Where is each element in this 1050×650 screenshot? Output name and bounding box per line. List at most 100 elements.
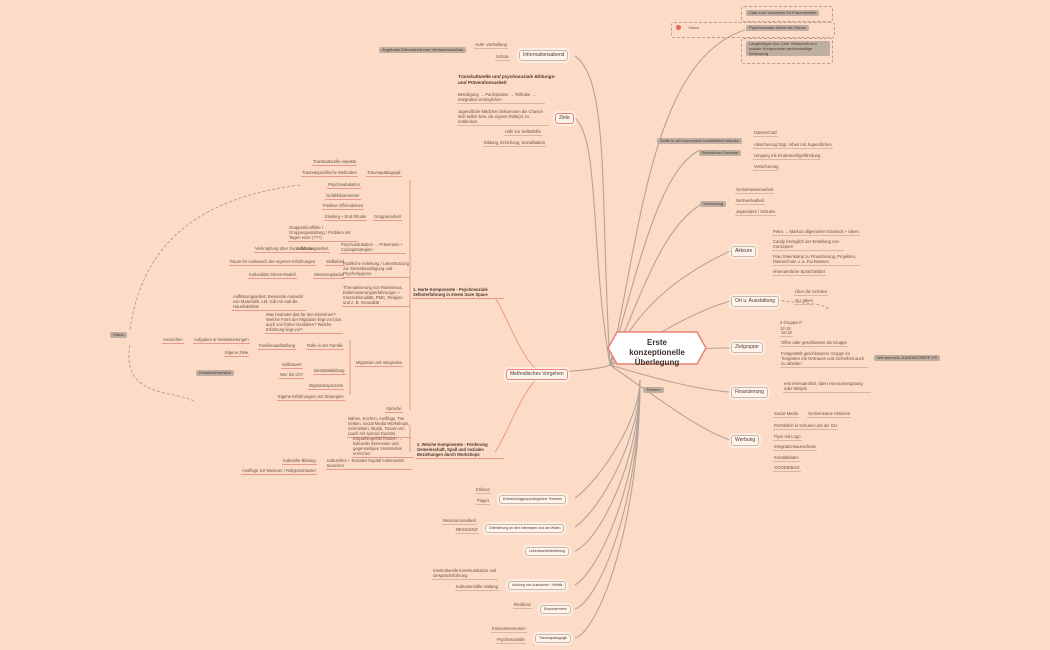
ressourcenarbeit-label: Ressourcenarbeit <box>442 518 477 525</box>
sprache: Sprache <box>385 406 403 413</box>
psychoedukation: Psychoedukation <box>327 182 361 189</box>
positive-affirmationen: Positive Affirmationen <box>322 203 365 210</box>
vision-text: Vision <box>688 25 699 30</box>
werbung-item-5: Kontaktdaten <box>773 455 800 462</box>
methodisches-vorgehen-node[interactable]: Methodisches Vorgehen <box>506 369 568 380</box>
vision-frame-top <box>741 6 833 22</box>
central-node-shape <box>607 331 707 365</box>
long-term-tag: Langfristiges Ziel Cafe: Wirtschaft und … <box>746 41 830 56</box>
vernetzung-item-3: Jugendamt / Schulen <box>735 209 777 216</box>
raum-austausch: Raum für Austausch der eigenen Erfahrung… <box>229 259 317 266</box>
themen-tag: Themen <box>643 387 664 393</box>
skillarbeit: Skillarbeit <box>325 259 346 266</box>
ort-node[interactable]: Ort u. Ausstattung <box>731 296 780 307</box>
thematisierung-rassismus: Thematisierung von Rassismus, Diskrimini… <box>342 285 410 307</box>
ort-item-2: GU Ideen <box>794 298 814 305</box>
werbung-item-1: Social Media <box>773 411 799 418</box>
rolle-familie: Rolle in der Familie <box>306 343 344 350</box>
weiche-komponente: 2. Weiche Komponente - Förderung Gemeins… <box>416 442 504 459</box>
rahmen-item-1: Datenschutz <box>753 130 779 137</box>
werbung-node[interactable]: Werbung <box>731 435 760 446</box>
traumaspezifische-methoden: Traumaspezifische Methoden <box>301 170 358 177</box>
finanzierung-node[interactable]: Finanzierung <box>731 387 768 398</box>
ziele-item-2: Jugendliche Mädchen bekommen die Chance … <box>457 109 549 126</box>
ziele-item-3: Hilfe zur Selbsthilfe <box>504 129 542 136</box>
rahmen-item-2: Absicherung bzgl. Arbeit mit Jugendliche… <box>753 142 833 149</box>
autonomie-node[interactable]: Achtung von Autonomie / Vielfalt <box>508 581 567 590</box>
zielgruppe-item-3: Festgestellt geschlossene Gruppe im Tier… <box>780 351 868 368</box>
empathiegefuehl: Empathiegefühl fördern → kulturelle Inte… <box>352 436 414 458</box>
werbung-item-2: Persönlich in Schulen und der GU <box>773 423 839 430</box>
ausfluege-museum: Ausflüge zur Museum / Religionshäuser <box>241 468 318 475</box>
vernetzung-item-2: Netzwerkarbeit <box>735 198 765 205</box>
kultursensible-label: Kultursensible Haltung <box>455 584 499 591</box>
vision-frame <box>671 22 835 38</box>
sollte-tag: Sollte in der Konzeption konkretisiert w… <box>657 138 743 144</box>
krisenintervention-tag: Krisenintervention <box>196 370 235 376</box>
eigene-ziele: Eigene Ziele <box>224 350 250 357</box>
naehen-kochen: Nähen, Kochen, Ausflüge, Tee trinken, so… <box>347 416 411 438</box>
selbstwert: Selbstwert <box>281 362 303 369</box>
vision-icon <box>676 25 681 31</box>
einstieg-rituale: Einstieg + End Rituale <box>324 214 368 221</box>
akteure-item-1: Petra → Markus allgemeiner Eindruck + Id… <box>772 229 860 236</box>
kein-jugendtreff-tag: Wir sind kein JUGENDTREFF !!!!! <box>874 355 941 361</box>
fachliche-anleitung: Fachliche Anleitung / Unterstützung zur … <box>342 261 410 278</box>
migrationsprozess: Migrationsprozess <box>308 383 344 390</box>
verknuepfung-social-media: Verknüpfung über Social Media <box>254 246 315 253</box>
psychosozialle-label: Psychosozialle <box>496 637 526 644</box>
wer-bin-ich: Wer bin ich? <box>279 372 305 379</box>
akteure-node[interactable]: Akteure <box>731 246 757 257</box>
traumapaedagogik: Traumapädagogik <box>366 170 402 177</box>
migration-integration: Migration und Integration <box>355 360 404 367</box>
gruppenkonflikte: Gruppenkonflikte / Gruppengestaltung / P… <box>288 225 358 242</box>
lebenswelt-node[interactable]: Lebensweltorientierung <box>525 547 570 556</box>
werbung-item-1b: Gemeinsame Aktionen <box>807 411 852 418</box>
identitaetsbildung: Identitätsbildung <box>313 368 346 375</box>
ort-item-1: Über die Schulen <box>794 289 829 296</box>
erikson-label: Erikson <box>475 487 491 494</box>
stressregulation: Stressregulation <box>313 272 346 279</box>
ziele-node[interactable]: Ziele <box>555 113 574 124</box>
eltern-tag: Angebote/ Elternarbeit zum Vertrauensauf… <box>379 47 467 53</box>
piaget-label: Piaget <box>476 498 490 505</box>
psych-frauen-tag: Psychosoziale Arbeit mit Frauen <box>746 25 810 31</box>
rahmen-item-4: Versicherung <box>753 164 780 171</box>
werbung-item-3: Flyer mit Logo <box>773 434 802 441</box>
gruppenarbeit: Gruppenarbeit <box>373 214 402 221</box>
orientierung-node[interactable]: Orientierung an den Interessen und am Wi… <box>485 524 565 533</box>
aufgaben-verantwortungen: Aufgaben & Verantwortungen <box>193 337 250 344</box>
transkulturelle-aspekte: Transkulturelle Aspekte <box>312 159 358 166</box>
kulturelles-kapital: Kulturelles + Soziales Kapital miteinand… <box>326 458 412 470</box>
kulturelle-bildung: Kulturelle Bildung <box>282 458 317 465</box>
psychoedukation-praevention: Psychoedukation → Prävention + Copingstr… <box>340 242 406 254</box>
interkulturelle-label: Interkulturelle Kommunikation und Gesprä… <box>432 568 498 580</box>
akteure-item-3: Frau Steenkamp zu Finanzierung, Projekte… <box>772 254 860 266</box>
finanzierung-item-1: erst ehrenamtlich, dann Honorarvergütung… <box>783 381 871 393</box>
akteure-item-4: ehrenamtliche Sprachmittler <box>772 269 827 276</box>
informationsabend-node[interactable]: Informationsabend <box>519 50 569 61</box>
ziele-item-4: Bildung, Erziehung, Sozialisation <box>483 140 546 147</box>
vernetzung-tag: Vernetzung <box>700 201 727 207</box>
rechtlicher-rahmen-tag: Rechtlicher Rahmen <box>699 150 742 156</box>
resilienz-upper-label: RESILIENZ <box>455 527 479 534</box>
cafe-tag: Cafe zum Vernetzen für Frauentreffen <box>746 10 820 16</box>
traumapaedagogik-node[interactable]: Traumapädagogik <box>535 634 572 643</box>
central-node[interactable]: Erste konzeptionelle Überlegung <box>607 331 707 367</box>
aufklaerungsarbeit-material: Aufklärungsarbeit, Bewusste Auswahl von … <box>232 294 306 311</box>
anzeichen: Anzeichen <box>162 337 184 344</box>
harte-komponente: 1. Harte Komponente - Psychosoziale Selb… <box>412 287 504 299</box>
entwicklungspsych-node[interactable]: Entwicklungspsychologische Theorien <box>499 495 567 504</box>
werbung-item-6: GOODIEBAG <box>773 465 801 472</box>
familienaufstellung: Familienaufstellung <box>258 343 297 350</box>
rahmen-item-3: Umgang mit Kindeswohlgefährdung <box>753 153 822 160</box>
zielgruppe-node[interactable]: Zielgruppe <box>731 342 763 353</box>
zielgruppe-item-1b: 16-18 <box>780 330 793 337</box>
vernetzung-item-1: Gemeinwesenarbeit <box>735 187 775 194</box>
empowerment-node[interactable]: Empowerment <box>540 605 571 614</box>
aufklaerungsarbeit: Aufklärungsarbeit <box>295 246 330 253</box>
gefuehlsbarometer: Gefühlsbarometer <box>325 193 361 200</box>
was-bedeutet: Was bedeutet das für den Einzelnen? Welc… <box>265 312 343 334</box>
zielgruppe-item-1: 2 Gruppen? <box>780 320 803 325</box>
zielgruppe-item-2: Offen oder geschlossen als Gruppe <box>780 340 848 347</box>
